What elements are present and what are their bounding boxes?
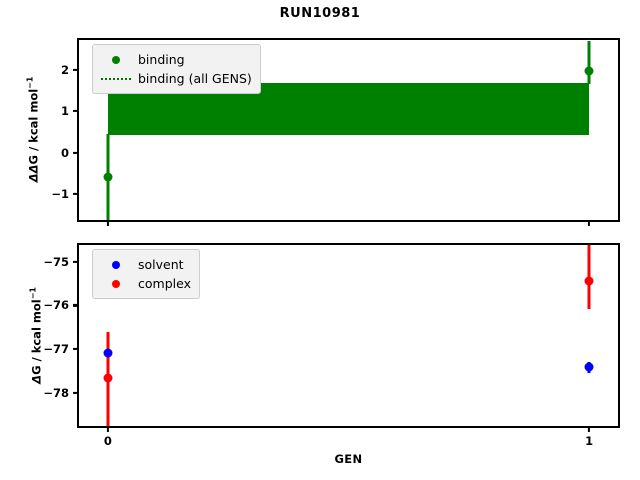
bottom-y-axis-label-main: G / kcal mol: [29, 299, 44, 375]
legend-label-binding-all-gens: binding (all GENS): [138, 71, 252, 86]
y-tick-label: −78: [43, 385, 69, 400]
circle-marker-icon: [99, 55, 133, 64]
y-tick-label: 0: [60, 145, 69, 160]
y-tick-mark: [73, 391, 77, 394]
x-tick-label: 0: [103, 434, 112, 448]
legend-label-complex: complex: [138, 276, 191, 291]
y-tick-label: 1: [60, 104, 69, 119]
legend-label-binding: binding: [138, 52, 185, 67]
top-y-axis-label: ΔΔG / kcal mol−1: [26, 49, 41, 209]
x-tick-label: 1: [585, 434, 594, 448]
legend-label-solvent: solvent: [138, 257, 184, 272]
x-tick-mark: [106, 222, 109, 226]
bottom-y-axis-label-exponent: −1: [28, 286, 38, 300]
y-tick-mark: [73, 151, 77, 154]
x-axis-label: GEN: [334, 452, 363, 466]
y-tick-mark: [73, 347, 77, 351]
data-point-marker: [103, 348, 113, 358]
circle-marker-icon: [99, 279, 133, 288]
y-tick-label: −1: [51, 186, 69, 201]
circle-marker-icon: [99, 260, 133, 269]
legend-item-complex[interactable]: complex: [99, 274, 191, 293]
data-point-marker: [103, 373, 113, 383]
y-tick-mark: [73, 260, 77, 263]
top-y-axis-label-main: G / kcal mol: [26, 88, 41, 165]
y-tick-label: −75: [43, 254, 69, 269]
top-legend[interactable]: binding binding (all GENS): [92, 44, 261, 94]
bottom-y-axis-label-delta: Δ: [29, 374, 44, 384]
y-tick-label: 2: [60, 62, 69, 77]
data-point-marker: [584, 362, 594, 372]
dotted-line-icon: [99, 77, 133, 80]
top-y-axis-label-exponent: −1: [25, 76, 35, 89]
legend-item-binding[interactable]: binding: [99, 50, 252, 69]
data-point-marker: [584, 276, 594, 286]
bottom-legend[interactable]: solvent complex: [92, 249, 200, 299]
x-tick-mark: [588, 428, 591, 432]
y-tick-label: −77: [43, 342, 69, 357]
y-tick-mark: [73, 304, 77, 307]
data-point-marker: [103, 172, 113, 182]
legend-item-binding-all-gens[interactable]: binding (all GENS): [99, 69, 252, 88]
bottom-y-axis-label: ΔG / kcal mol−1: [29, 255, 44, 415]
page-title: RUN10981: [279, 6, 361, 21]
legend-item-solvent[interactable]: solvent: [99, 255, 191, 274]
error-bar: [587, 41, 591, 84]
y-tick-mark: [73, 192, 77, 196]
y-tick-mark: [73, 110, 77, 113]
y-tick-mark: [73, 68, 77, 71]
x-tick-mark: [588, 222, 591, 226]
x-tick-mark: [106, 428, 109, 432]
top-y-axis-label-delta: ΔΔ: [26, 164, 41, 183]
y-tick-label: −76: [43, 298, 69, 313]
data-point-marker: [584, 66, 594, 76]
